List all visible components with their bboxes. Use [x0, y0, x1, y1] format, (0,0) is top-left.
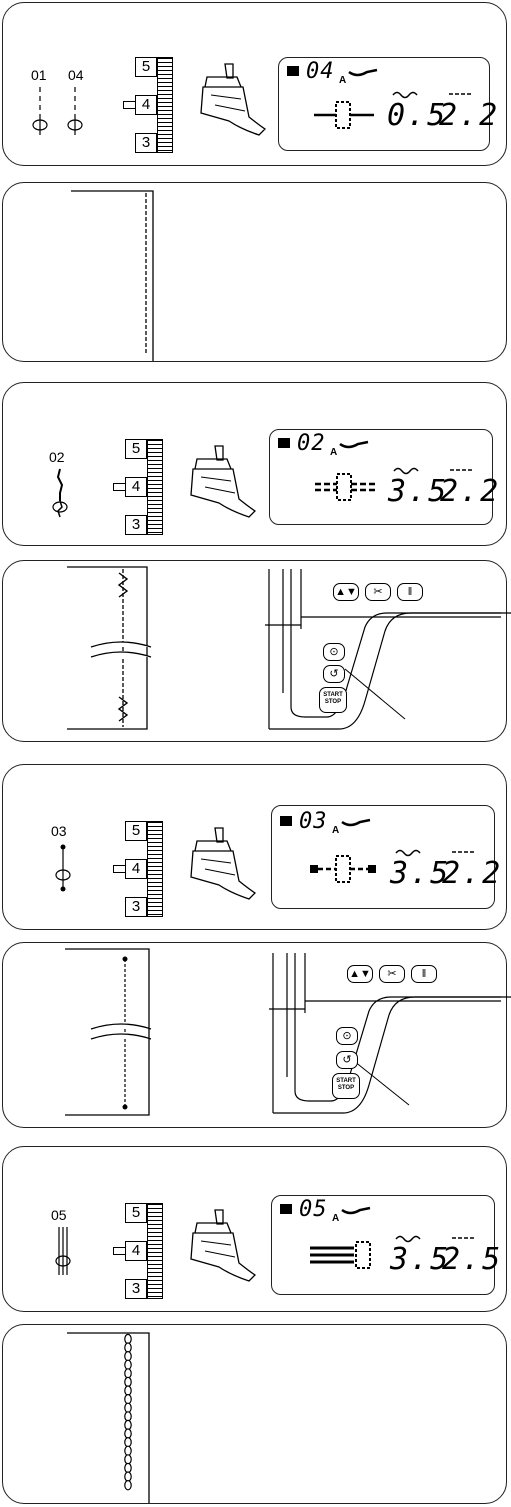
- chain-stitch-loop: [124, 1368, 132, 1379]
- stitch-preview-icon: [310, 1241, 371, 1269]
- chain-stitch-line: [124, 1333, 132, 1491]
- lcd-pattern-number: 02: [297, 431, 326, 456]
- lock-stitch-button[interactable]: ⊙: [336, 1027, 358, 1045]
- lcd-stitch-length: 2.2: [439, 98, 500, 133]
- chain-stitch-loop: [124, 1402, 132, 1414]
- presser-foot-icon: [190, 1209, 257, 1282]
- stitch-preview-icon: [310, 855, 376, 883]
- fabric-illustration: [67, 566, 152, 730]
- lcd-pattern-number: 03: [299, 809, 328, 834]
- chain-stitch-loop: [124, 1445, 132, 1457]
- lcd-stitch-width: 3.5: [388, 474, 449, 509]
- reverse-button[interactable]: ↺: [336, 1051, 358, 1069]
- thread-cutter-button[interactable]: ✂: [365, 583, 391, 601]
- stitch-number-05: 05: [51, 1207, 67, 1223]
- fabric-illustration: [65, 948, 152, 1116]
- stitch-symbol-icon: [52, 468, 68, 518]
- lcd-stitch-width: 3.5: [390, 1242, 451, 1277]
- chain-stitch-loop: [124, 1351, 132, 1362]
- chain-stitch-loop: [124, 1385, 132, 1396]
- thread-cutter-button[interactable]: ✂: [379, 965, 405, 983]
- stitch-symbol-icon: [55, 844, 71, 892]
- machine-panel-illustration: [265, 569, 511, 730]
- stitch-number-03: 03: [51, 823, 67, 839]
- needle-up-down-button[interactable]: ▲▼: [333, 583, 359, 601]
- chain-stitch-loop: [124, 1333, 132, 1345]
- chain-stitch-loop: [124, 1471, 132, 1482]
- lcd-mode: A: [339, 75, 347, 86]
- presser-foot-icon: [190, 445, 257, 518]
- thread-icon: [348, 68, 378, 77]
- lcd-pattern-number: 05: [299, 1197, 328, 1222]
- thread-tension-dial: 5 4 3: [113, 439, 167, 535]
- panel-straight-stitch-settings: 01 04 5 4 3 04 A 0.5 2.2: [2, 2, 507, 166]
- chain-stitch-loop: [124, 1462, 132, 1474]
- lcd-mode: A: [332, 1213, 340, 1224]
- lcd-display: 05 A 3.5 2.5: [271, 1195, 500, 1295]
- lcd-mode: A: [332, 825, 340, 836]
- lcd-display: 03 A 3.5 2.2: [271, 805, 500, 909]
- memory-icon: [280, 1204, 292, 1214]
- stitch-symbol-icon: [32, 87, 83, 135]
- chain-stitch-loop: [124, 1419, 132, 1431]
- thread-tension-dial: 5 4 3: [113, 1203, 167, 1299]
- panel-stretch-stitch-settings: 02 5 4 3 02 A 3.5 2.2: [2, 382, 507, 546]
- thread-tension-dial: 5 4 3: [123, 57, 177, 153]
- presser-foot-icon: [190, 827, 257, 900]
- chain-stitch-loop: [124, 1359, 132, 1371]
- thread-icon: [341, 818, 371, 827]
- presser-foot-icon: [200, 63, 267, 136]
- reverse-button[interactable]: ↺: [323, 665, 345, 683]
- lcd-pattern-number: 04: [306, 59, 335, 84]
- stitch-number-02: 02: [49, 449, 65, 465]
- memory-icon: [280, 816, 292, 826]
- thread-tension-dial: 5 4 3: [113, 821, 167, 917]
- chain-stitch-loop: [124, 1454, 132, 1465]
- panel-triple-stitch-fabric: [2, 1324, 507, 1504]
- stitch-preview-icon: [314, 101, 374, 129]
- memory-icon: [278, 438, 290, 448]
- chain-stitch-loop: [124, 1342, 132, 1353]
- memory-icon: [287, 66, 299, 76]
- stitch-number-01: 01: [31, 67, 47, 83]
- chain-stitch-loop: [124, 1428, 132, 1439]
- auto-lock-button[interactable]: ‖: [397, 583, 423, 601]
- panel-fabric-straight-stitch: [2, 182, 507, 362]
- lock-stitch-button[interactable]: ⊙: [323, 643, 345, 661]
- stitch-preview-icon: [315, 473, 375, 501]
- lcd-display: 02 A 3.5 2.2: [269, 429, 498, 525]
- lcd-display: 04 A 0.5 2.2: [278, 57, 497, 151]
- stitch-number-04: 04: [68, 67, 84, 83]
- chain-stitch-loop: [124, 1376, 132, 1388]
- thread-icon: [341, 1206, 371, 1215]
- lcd-stitch-width: 3.5: [390, 856, 451, 891]
- lcd-stitch-length: 2.2: [442, 856, 503, 891]
- thread-icon: [339, 440, 369, 449]
- panel-lock-stitch-settings: 03 5 4 3 03 A 3.5 2.2: [2, 764, 507, 930]
- auto-lock-button[interactable]: ‖: [411, 965, 437, 983]
- chain-stitch-loop: [124, 1436, 132, 1448]
- lcd-stitch-length: 2.5: [442, 1242, 503, 1277]
- chain-stitch-loop: [124, 1393, 132, 1405]
- chain-stitch-loop: [124, 1479, 132, 1491]
- panel-triple-stitch-settings: 05 5 4 3 05 A 3.5 2.5: [2, 1146, 507, 1312]
- lcd-stitch-length: 2.2: [440, 474, 501, 509]
- stitch-symbol-icon: [55, 1227, 71, 1275]
- lcd-mode: A: [330, 447, 338, 458]
- lcd-stitch-width: 0.5: [387, 98, 448, 133]
- fabric-illustration: [67, 1332, 150, 1503]
- fabric-illustration: [71, 190, 154, 361]
- chain-stitch-loop: [124, 1411, 132, 1422]
- needle-up-down-button[interactable]: ▲▼: [347, 965, 373, 983]
